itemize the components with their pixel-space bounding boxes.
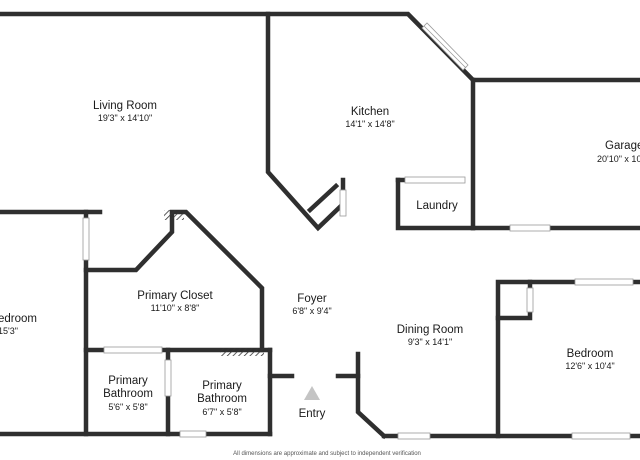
window-bedroom-right-closet xyxy=(526,287,534,313)
wall-entry-east xyxy=(355,351,388,440)
window-closet-bottom xyxy=(103,346,163,354)
room-name: edroom xyxy=(0,313,37,325)
room-entry: Entry xyxy=(299,408,326,420)
entry-arrow-icon xyxy=(304,386,320,400)
window-bath2-bottom xyxy=(179,430,207,438)
room-primary-bathroom-2: Primary Bathroom 6'7" x 5'8" xyxy=(197,380,247,417)
room-name: Dining Room xyxy=(397,324,463,336)
wall-kitchen-west xyxy=(265,11,346,232)
room-dims: 5'6" x 5'8" xyxy=(108,402,147,412)
window-bedroom-right-top xyxy=(574,278,634,286)
room-name: Foyer xyxy=(297,293,327,305)
room-dims: 9'3" x 14'1" xyxy=(408,337,452,347)
wall-top-exterior xyxy=(0,11,640,83)
room-primary-closet: Primary Closet 11'10" x 8'8" xyxy=(137,290,213,313)
room-dims: 14'1" x 14'8" xyxy=(345,119,394,129)
window-kitchen-stub xyxy=(339,189,347,217)
room-name-line2: Bathroom xyxy=(197,393,247,405)
room-dims: 19'3" x 14'10" xyxy=(98,113,152,123)
window-garage xyxy=(509,224,551,232)
room-name: Living Room xyxy=(93,100,157,112)
room-name-line2: Bathroom xyxy=(103,388,153,400)
wall-kitchen-stub xyxy=(306,182,340,214)
wall-bedroom-right-closet xyxy=(495,279,533,321)
wall-laundry xyxy=(395,177,476,231)
room-dims: 6'7" x 5'8" xyxy=(202,407,241,417)
room-dims: 12'6" x 10'4" xyxy=(565,361,614,371)
room-dims: 11'10" x 8'8" xyxy=(151,303,200,313)
room-dining-room: Dining Room 9'3" x 14'1" xyxy=(397,324,463,347)
window-dining-bottom xyxy=(397,432,431,440)
window-laundry xyxy=(404,176,466,184)
room-dims: 20'10" x 10 xyxy=(597,154,640,164)
room-dims: 6'8" x 9'4" xyxy=(292,306,331,316)
hatch-closet-top xyxy=(164,210,184,220)
room-bedroom-left: edroom 15'3" xyxy=(0,313,37,336)
room-name: Kitchen xyxy=(351,106,389,118)
room-name: Entry xyxy=(299,408,326,420)
room-laundry: Laundry xyxy=(416,200,458,212)
room-kitchen: Kitchen 14'1" x 14'8" xyxy=(345,106,394,129)
room-name: Garage xyxy=(605,140,640,152)
room-name-line1: Primary xyxy=(202,380,242,392)
room-foyer: Foyer 6'8" x 9'4" xyxy=(292,293,331,316)
windows xyxy=(82,22,634,440)
room-name: Laundry xyxy=(416,200,458,212)
window-bedroom-right-bottom xyxy=(571,432,631,440)
room-bedroom-right: Bedroom 12'6" x 10'4" xyxy=(565,348,614,371)
disclaimer-text: All dimensions are approximate and subje… xyxy=(233,451,421,457)
room-name: Bedroom xyxy=(567,348,614,360)
room-name: Primary Closet xyxy=(137,290,213,302)
window-bath-divider xyxy=(164,359,172,397)
room-garage: Garage 20'10" x 10 xyxy=(597,140,640,164)
window-bedroom-left xyxy=(82,217,90,261)
hatch-bath-top xyxy=(220,348,264,356)
room-living-room: Living Room 19'3" x 14'10" xyxy=(93,100,157,123)
wall-primary-closet xyxy=(83,209,265,353)
room-primary-bathroom-1: Primary Bathroom 5'6" x 5'8" xyxy=(103,375,153,412)
room-name-line1: Primary xyxy=(108,375,148,387)
room-dims: 15'3" xyxy=(0,326,18,336)
